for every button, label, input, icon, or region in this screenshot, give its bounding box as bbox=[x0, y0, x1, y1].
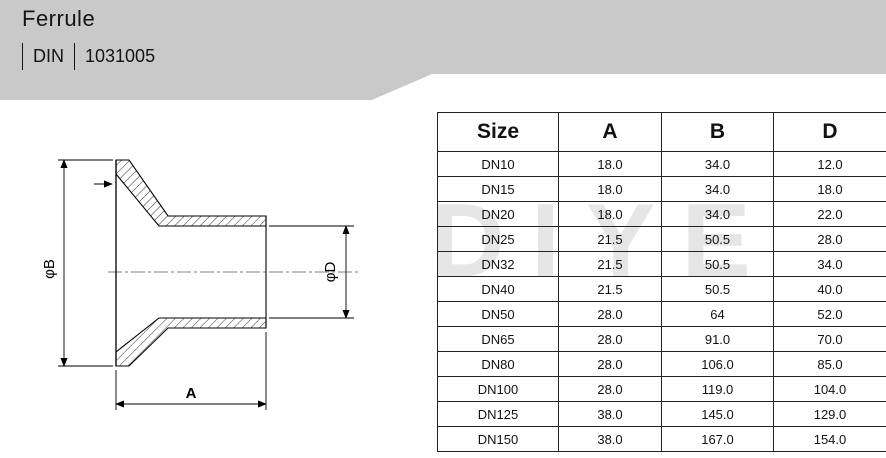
table-cell: 21.5 bbox=[558, 276, 662, 302]
table-cell: 28.0 bbox=[773, 226, 886, 252]
table-cell: 106.0 bbox=[661, 351, 774, 377]
dim-label-phi-d: φD bbox=[322, 262, 339, 283]
top-wall-section bbox=[115, 159, 267, 227]
table-cell: 129.0 bbox=[773, 401, 886, 427]
table-cell: DN40 bbox=[437, 276, 559, 302]
table-cell: 18.0 bbox=[558, 201, 662, 227]
table-cell: DN10 bbox=[437, 151, 559, 177]
table-cell: 21.5 bbox=[558, 251, 662, 277]
table-cell: DN15 bbox=[437, 176, 559, 202]
ferrule-section bbox=[115, 159, 267, 367]
table-cell: 64 bbox=[661, 301, 774, 327]
column-header: D bbox=[773, 112, 886, 152]
table-cell: 50.5 bbox=[661, 276, 774, 302]
bottom-wall-section bbox=[115, 317, 267, 367]
table-cell: 28.0 bbox=[558, 351, 662, 377]
table-cell: 18.0 bbox=[558, 176, 662, 202]
table-cell: DN25 bbox=[437, 226, 559, 252]
table-cell: 119.0 bbox=[661, 376, 774, 402]
table-cell: 18.0 bbox=[773, 176, 886, 202]
table-cell: DN65 bbox=[437, 326, 559, 352]
table-cell: 52.0 bbox=[773, 301, 886, 327]
table-cell: DN125 bbox=[437, 401, 559, 427]
technical-drawing: φB φD A bbox=[41, 159, 361, 410]
standard-row: DIN 1031005 bbox=[22, 43, 155, 70]
table-cell: DN100 bbox=[437, 376, 559, 402]
table-cell: 50.5 bbox=[661, 251, 774, 277]
table-cell: 12.0 bbox=[773, 151, 886, 177]
table-cell: 18.0 bbox=[558, 151, 662, 177]
table-cell: 104.0 bbox=[773, 376, 886, 402]
dim-label-phi-b: φB bbox=[41, 259, 58, 279]
table-cell: 40.0 bbox=[773, 276, 886, 302]
standard-code: 1031005 bbox=[85, 46, 156, 66]
dim-label-a: A bbox=[186, 385, 197, 402]
table-cell: DN32 bbox=[437, 251, 559, 277]
dimension-phi-d bbox=[269, 225, 354, 319]
table-cell: 145.0 bbox=[661, 401, 774, 427]
table-cell: 34.0 bbox=[661, 201, 774, 227]
table-cell: 70.0 bbox=[773, 326, 886, 352]
table-cell: 21.5 bbox=[558, 226, 662, 252]
column-header: B bbox=[661, 112, 774, 152]
column-header: Size bbox=[437, 112, 559, 152]
table-cell: 91.0 bbox=[661, 326, 774, 352]
table-cell: 34.0 bbox=[661, 176, 774, 202]
table-cell: 38.0 bbox=[558, 426, 662, 452]
table-cell: 34.0 bbox=[773, 251, 886, 277]
table-cell: 50.5 bbox=[661, 226, 774, 252]
table-cell: 167.0 bbox=[661, 426, 774, 452]
table-cell: 34.0 bbox=[661, 151, 774, 177]
table-cell: DN50 bbox=[437, 301, 559, 327]
dimension-phi-b bbox=[58, 159, 113, 367]
table-cell: 22.0 bbox=[773, 201, 886, 227]
table-cell: 154.0 bbox=[773, 426, 886, 452]
standard-label: DIN bbox=[33, 46, 64, 66]
table-cell: 28.0 bbox=[558, 326, 662, 352]
table-cell: 85.0 bbox=[773, 351, 886, 377]
table-cell: DN80 bbox=[437, 351, 559, 377]
table-cell: 28.0 bbox=[558, 376, 662, 402]
table-cell: 28.0 bbox=[558, 301, 662, 327]
column-header: A bbox=[558, 112, 662, 152]
table-cell: DN20 bbox=[437, 201, 559, 227]
divider-bar bbox=[74, 43, 75, 70]
table-cell: DN150 bbox=[437, 426, 559, 452]
divider-bar bbox=[22, 43, 23, 70]
dimension-a bbox=[115, 332, 267, 410]
table-cell: 38.0 bbox=[558, 401, 662, 427]
page-title: Ferrule bbox=[22, 6, 96, 31]
